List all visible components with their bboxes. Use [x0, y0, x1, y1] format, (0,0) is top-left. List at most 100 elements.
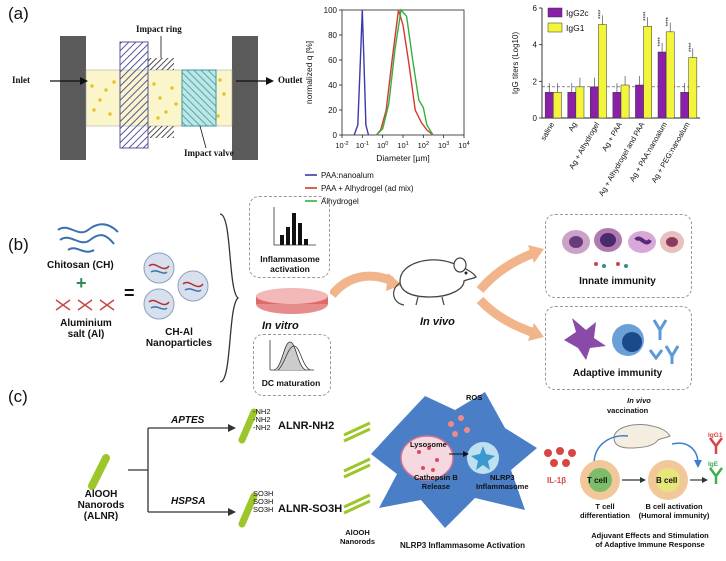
category-label: saline [539, 121, 557, 142]
adaptive-immune-cells [564, 318, 680, 364]
legend-swatch [547, 7, 563, 18]
alooh-nanorod [88, 454, 110, 490]
bar [590, 86, 599, 119]
dc-maturation-histogram [269, 340, 314, 371]
x-tick-base: 10 [458, 141, 466, 150]
x-axis-label: Diameter [µm] [376, 153, 430, 163]
alnr-nh2-label: ALNR-NH2 [278, 420, 335, 432]
nanorod-synthesis-diagram [88, 408, 258, 528]
bracket [219, 213, 240, 383]
ige-antibody [709, 467, 723, 484]
panel-label-c: (c) [8, 387, 28, 406]
x-tick-label: 102 [418, 141, 429, 150]
x-tick-label: 10-1 [356, 141, 369, 150]
panel-label-b: (b) [8, 235, 29, 254]
mouse-icon [393, 257, 477, 306]
series-line [376, 8, 434, 136]
y-tick-label: 20 [328, 106, 337, 115]
bar [665, 31, 675, 119]
significance-mark: **** [658, 37, 664, 47]
y-tick-label: 2 [533, 77, 538, 86]
x-tick-base: 10 [377, 141, 385, 150]
x-tick-base: 10 [418, 141, 426, 150]
arrow-to-mouse [330, 271, 394, 299]
inflammasome-mini-chart [273, 207, 316, 246]
granules [594, 262, 628, 268]
y-tick-label: 100 [324, 6, 338, 15]
particles [90, 78, 226, 120]
nlrp3-activation-caption: NLRP3 Inflammasome Activation [400, 541, 526, 550]
nanorod-bundle-icon [343, 421, 371, 515]
x-tick-exp: 0 [385, 141, 388, 147]
plus-sign: + [76, 273, 87, 293]
x-tick-base: 10 [397, 141, 405, 150]
bar [620, 84, 630, 119]
cell-body [371, 392, 537, 528]
adaptive-response-diagram [580, 424, 723, 500]
y-tick-label: 60 [328, 56, 337, 65]
antibodies [648, 319, 680, 364]
left-wall [60, 36, 86, 160]
bar [680, 92, 689, 119]
lysosome [400, 435, 454, 481]
x-tick-label: 10-2 [335, 141, 348, 150]
adaptive-immunity-box [545, 306, 692, 390]
significance-mark: **** [644, 11, 650, 21]
in-vivo-label-c: In vivo [627, 396, 651, 405]
y-tick-label: 6 [533, 4, 538, 13]
innate-immunity-box [545, 214, 692, 298]
dc-maturation-box [253, 334, 331, 396]
bar [688, 57, 698, 119]
bar [567, 92, 577, 119]
y-tick-label: 80 [328, 31, 337, 40]
x-tick-exp: 4 [467, 141, 470, 147]
dc-maturation-label: DC maturation [261, 378, 321, 388]
panel-label-a: (a) [8, 4, 29, 23]
equals-sign: = [124, 283, 135, 303]
significance-mark: **** [666, 16, 672, 26]
series-line [353, 9, 370, 136]
bar [553, 92, 562, 119]
y-tick-label: 40 [328, 81, 337, 90]
aptes-label: APTES [171, 415, 205, 426]
mouse-mini [613, 424, 671, 449]
il1b-label: IL-1β [547, 476, 567, 485]
bar [598, 24, 607, 119]
legend-label: Alhydrogel [321, 197, 359, 206]
igg1-antibody [709, 437, 723, 454]
igg1-label: IgG1 [708, 432, 723, 439]
in-vivo-label-b: In vivo [420, 316, 455, 328]
x-tick-base: 10 [356, 141, 364, 150]
x-tick-exp: 2 [426, 141, 429, 147]
vaccination-label: vaccination [607, 406, 649, 415]
adaptive-immunity-label: Adaptive immunity [572, 368, 663, 379]
x-tick-exp: 1 [406, 141, 409, 147]
innate-immune-cells [562, 228, 684, 268]
chitosan-strand [57, 223, 119, 234]
bar [612, 92, 622, 119]
t-cell-label: T cell [587, 476, 608, 485]
bar [544, 92, 554, 119]
b-cell-label: B cell [656, 476, 678, 485]
inflammasome-box [249, 196, 330, 278]
impact-valve-label: Impact valve [184, 148, 234, 158]
legend-label: IgG1 [566, 23, 585, 33]
x-tick-label: 104 [458, 141, 469, 150]
chitosan-aluminium-icon [55, 223, 119, 311]
x-tick-exp: -2 [344, 141, 349, 147]
hspsa-label: HSPSA [171, 496, 206, 507]
nh2-groups: -NH2-NH2-NH2 [253, 407, 271, 432]
arrow-to-adaptive [476, 296, 536, 338]
x-tick-label: 103 [438, 141, 449, 150]
nlrp3-cell-diagram [371, 392, 537, 528]
y-axis-label: IgG titers (Log10) [511, 32, 520, 95]
ros-label: ROS [466, 393, 483, 402]
b-cell-activation-label: B cell activation(Humoral immunity) [638, 502, 710, 520]
